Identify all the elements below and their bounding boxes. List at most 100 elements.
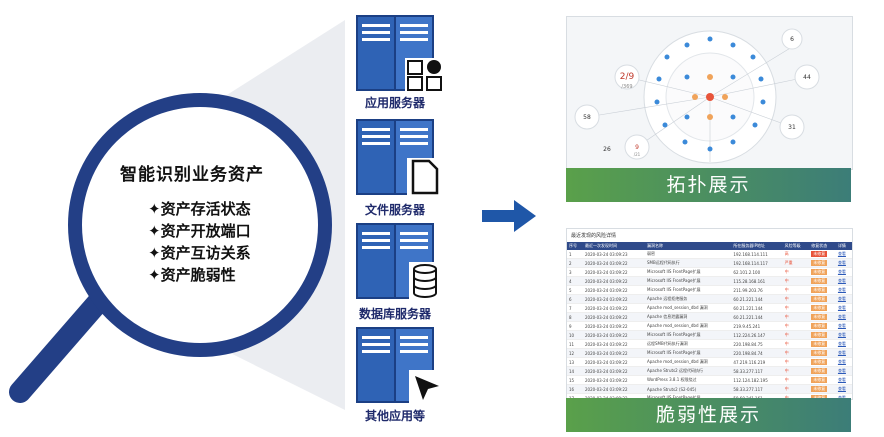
table-cell[interactable]: 查看 xyxy=(835,312,852,322)
table-cell[interactable]: 查看 xyxy=(835,357,852,367)
detail-link[interactable]: 查看 xyxy=(837,314,846,319)
topology-node-value: 58 xyxy=(583,114,591,121)
lens-bullet: ✦资产存活状态 xyxy=(148,200,251,218)
detail-link[interactable]: 查看 xyxy=(837,332,846,337)
detail-link[interactable]: 查看 xyxy=(837,368,846,373)
table-cell[interactable]: 查看 xyxy=(835,321,852,331)
table-cell[interactable]: 查看 xyxy=(835,250,852,259)
cell-text: 17 xyxy=(569,396,574,400)
table-cell[interactable]: 查看 xyxy=(835,285,852,295)
table-cell: Apache 远程拒绝服务 xyxy=(645,294,732,304)
vulnerability-panel-title: 最近发现的风险详情 xyxy=(571,233,617,239)
status-badge: 未修复 xyxy=(811,278,828,284)
table-cell: Apache mod_session_dbd 漏洞 xyxy=(645,321,732,331)
table-cell[interactable]: 查看 xyxy=(835,393,852,399)
cell-text: Apache 远程拒绝服务 xyxy=(647,296,688,301)
table-cell: WordPress 3.8.1 权限绕过 xyxy=(645,375,732,385)
cell-text: WordPress 3.8.1 权限绕过 xyxy=(647,377,697,382)
table-cell: 6 xyxy=(567,294,583,304)
table-cell[interactable]: 查看 xyxy=(835,375,852,385)
detail-link[interactable]: 查看 xyxy=(837,260,846,265)
cell-text: 6 xyxy=(569,296,572,302)
cell-text: 60.21.221.144 xyxy=(733,314,763,320)
status-badge: 未修复 xyxy=(811,314,828,320)
table-cell: 60.21.221.144 xyxy=(731,303,783,313)
detail-link[interactable]: 查看 xyxy=(838,395,846,399)
table-cell: 1 xyxy=(567,250,583,259)
column-header: 序号 xyxy=(567,242,583,250)
table-cell[interactable]: 查看 xyxy=(835,384,852,394)
detail-link[interactable]: 查看 xyxy=(837,323,846,328)
table-cell: 中 xyxy=(782,285,810,295)
status-badge: 未修复 xyxy=(811,368,828,374)
table-cell: Microsoft IIS FrontPage扩展 xyxy=(645,330,732,340)
cell-text: 5 xyxy=(569,287,572,293)
lens-bullet: ✦资产互访关系 xyxy=(148,244,251,262)
table-cell[interactable]: 查看 xyxy=(835,366,852,376)
detail-link[interactable]: 查看 xyxy=(837,251,846,256)
detail-link[interactable]: 查看 xyxy=(837,269,846,274)
detail-link[interactable]: 查看 xyxy=(837,341,846,346)
table-cell: 未修复 xyxy=(809,357,836,367)
table-cell[interactable]: 查看 xyxy=(835,294,852,304)
table-cell: 未修复 xyxy=(809,250,836,259)
detail-link[interactable]: 查看 xyxy=(837,350,846,355)
table-cell: 未修复 xyxy=(809,330,836,340)
cell-text: 2020-03-24 03:09:22 xyxy=(585,260,628,266)
table-cell: 8 xyxy=(567,312,583,322)
detail-link[interactable]: 查看 xyxy=(837,287,846,292)
table-cell: Microsoft IIS FrontPage扩展 xyxy=(645,348,732,358)
detail-link[interactable]: 查看 xyxy=(837,386,846,391)
table-cell[interactable]: 查看 xyxy=(835,267,852,277)
detail-link[interactable]: 查看 xyxy=(837,359,846,364)
cell-text: 中 xyxy=(784,368,789,373)
table-cell: 未修复 xyxy=(809,393,836,399)
table-cell[interactable]: 查看 xyxy=(835,348,852,358)
topology-node-value: 44 xyxy=(803,74,811,81)
table-cell: 中 xyxy=(782,312,810,322)
table-cell: 2020-03-24 03:09:22 xyxy=(583,393,645,399)
table-cell[interactable]: 查看 xyxy=(835,258,852,268)
cell-text: 2020-03-24 03:09:22 xyxy=(585,341,628,347)
cell-text: 4 xyxy=(569,278,572,284)
table-cell[interactable]: 查看 xyxy=(835,339,852,349)
table-cell: 2020-03-24 03:09:22 xyxy=(583,321,645,331)
table-cell: 58.33.277.117 xyxy=(731,384,783,394)
table-cell: 2020-03-24 03:09:22 xyxy=(583,348,645,358)
table-cell[interactable]: 查看 xyxy=(835,276,852,286)
table-cell: 115.28.168.161 xyxy=(731,276,783,286)
table-cell[interactable]: 查看 xyxy=(835,330,852,340)
table-cell: 2020-03-24 03:09:22 xyxy=(583,384,645,394)
vulnerability-table: 序号 最近一次发现时间 漏洞名称 所在服务器IP地址 风险等级 修复状态 详情 … xyxy=(567,242,852,400)
cell-text: 2020-03-24 03:09:22 xyxy=(585,314,628,320)
table-cell: 220.198.84.74 xyxy=(731,348,783,358)
detail-link[interactable]: 查看 xyxy=(837,296,846,301)
table-cell[interactable]: 查看 xyxy=(835,303,852,313)
status-badge: 未修复 xyxy=(811,332,828,338)
table-cell: 中 xyxy=(782,330,810,340)
detail-link[interactable]: 查看 xyxy=(837,377,846,382)
cell-text: Microsoft IIS FrontPage扩展 xyxy=(647,332,701,337)
table-cell: 严重 xyxy=(782,258,810,268)
cell-text: 211.99.203.76 xyxy=(733,287,763,293)
detail-link[interactable]: 查看 xyxy=(837,305,846,310)
table-cell: 未修复 xyxy=(809,285,836,295)
detail-link[interactable]: 查看 xyxy=(837,278,846,283)
